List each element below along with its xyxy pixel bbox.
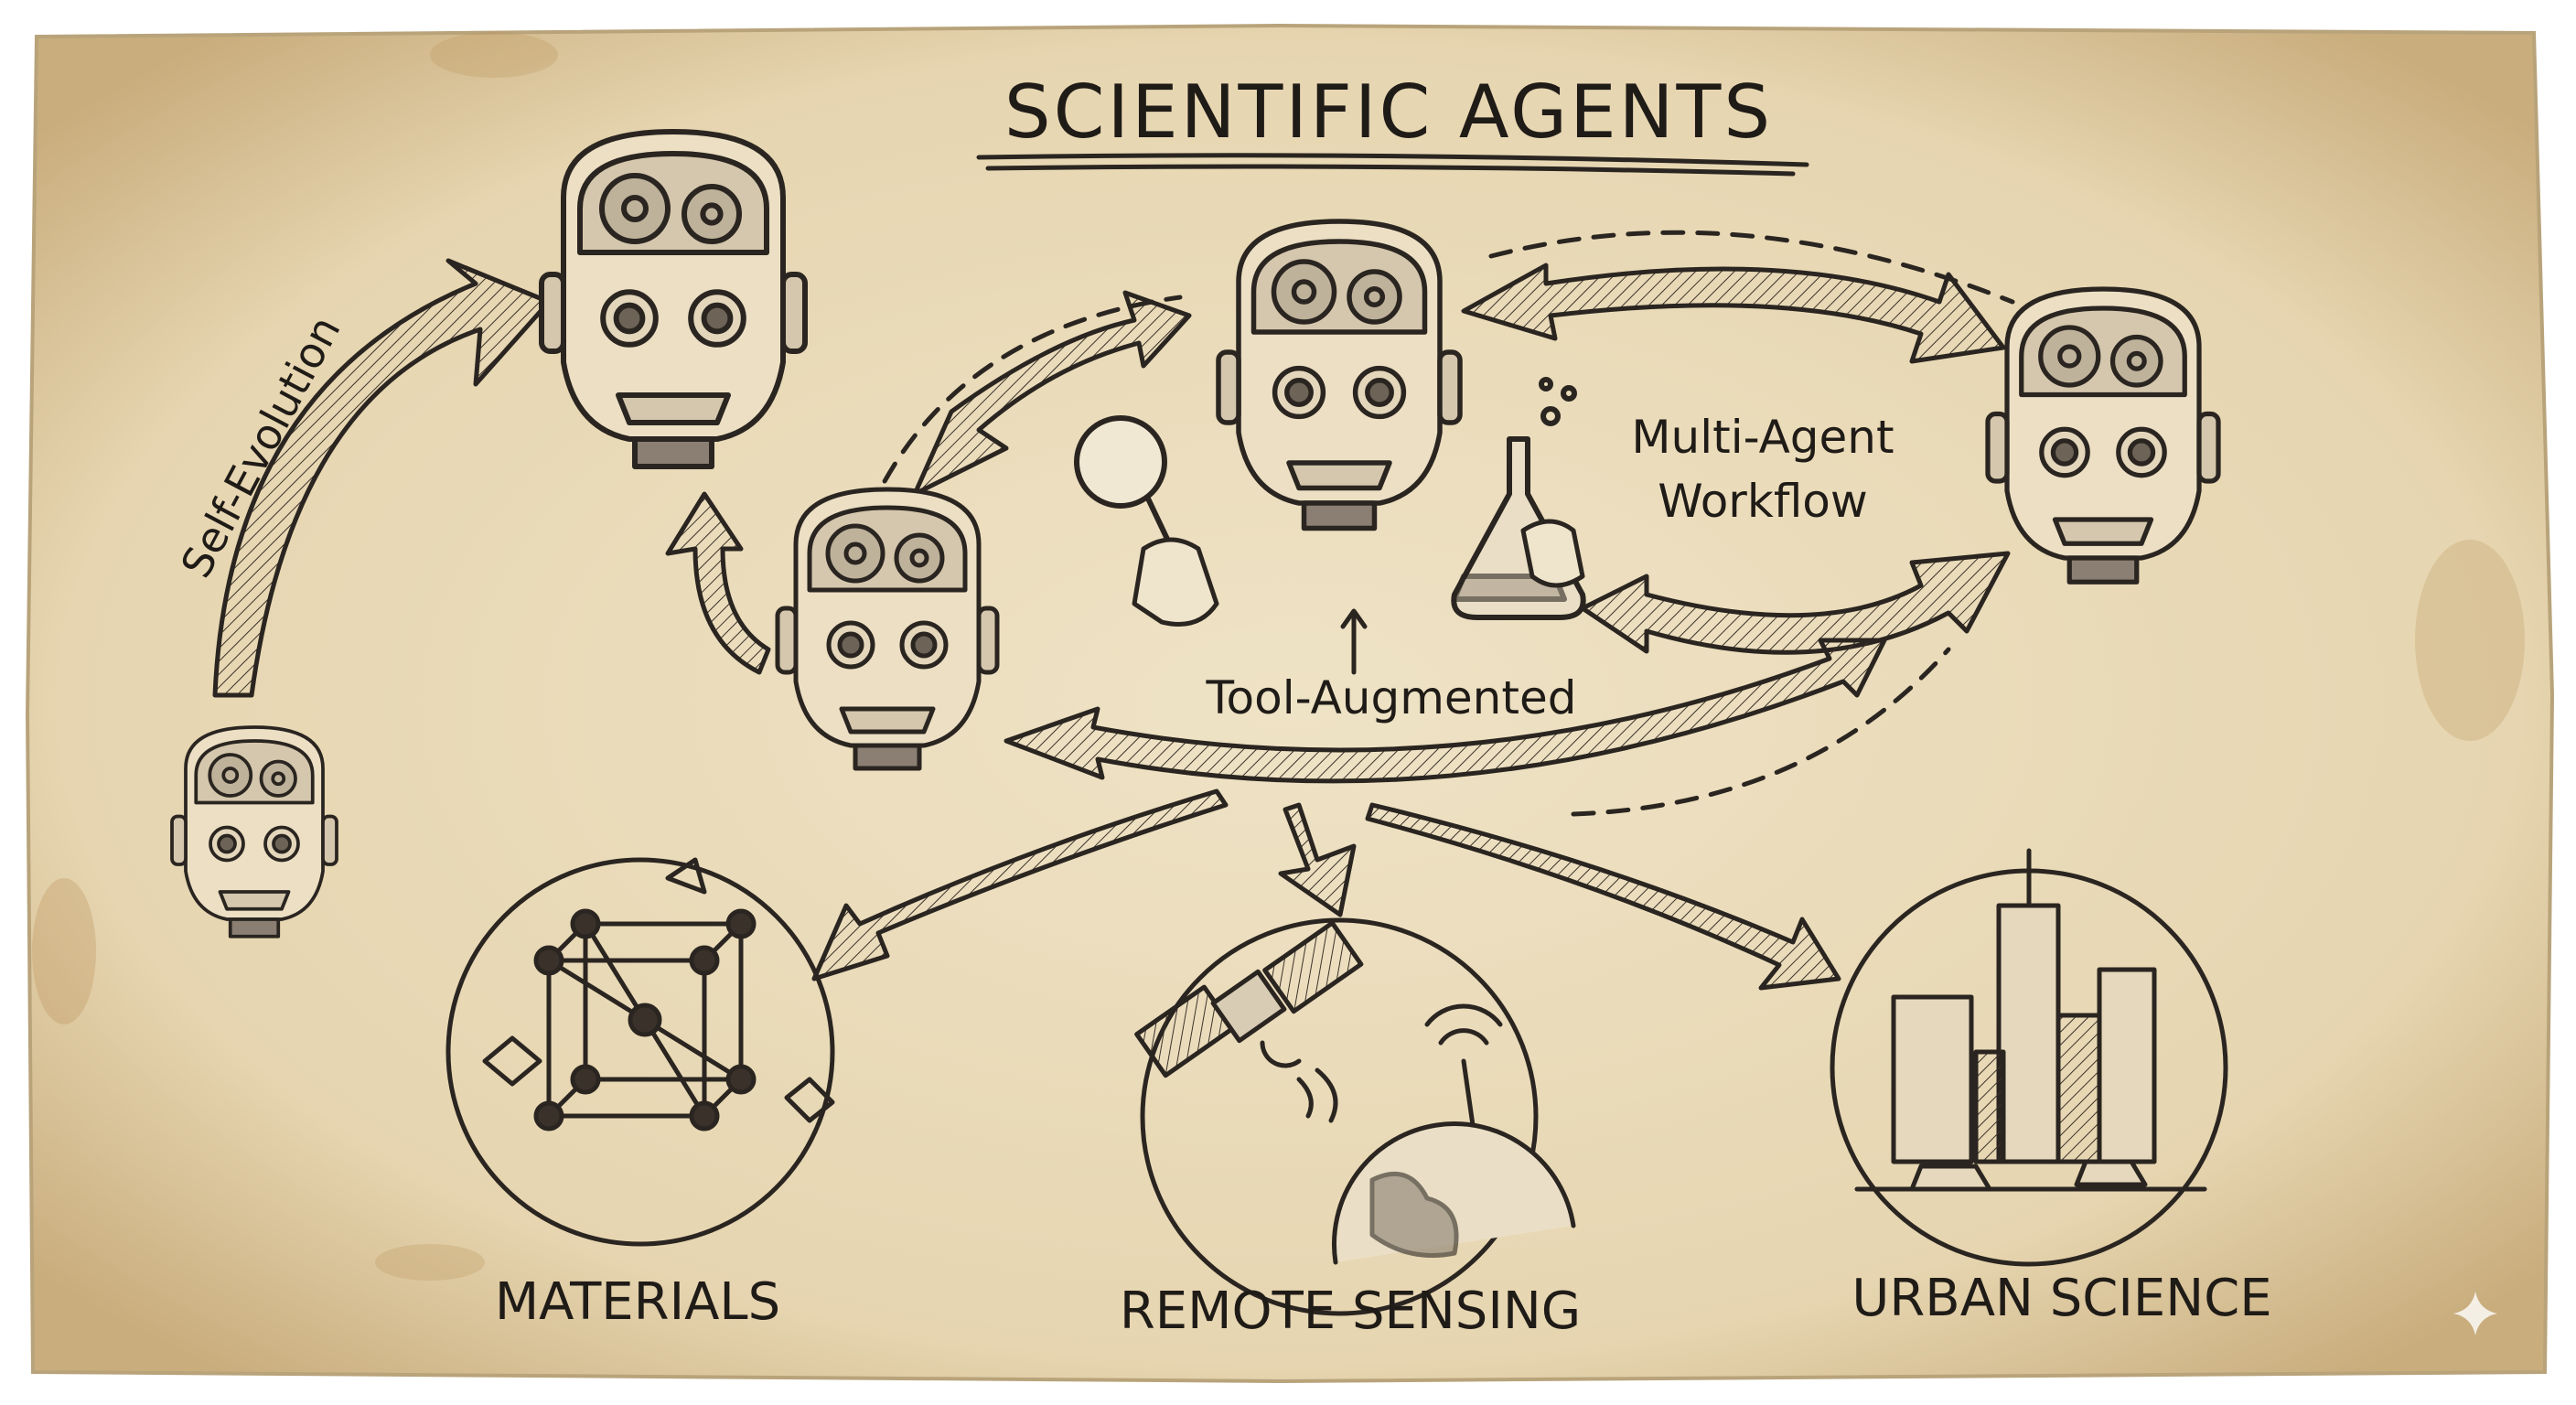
domain-urban-science	[1830, 848, 2228, 1267]
page-title: SCIENTIFIC AGENTS	[1004, 70, 1773, 155]
bidirectional-arrow-lower	[1004, 638, 1887, 784]
bidirectional-arrow-top	[1461, 263, 2006, 364]
sparkle-icon	[2453, 1292, 2497, 1335]
flask-icon	[1451, 377, 1586, 620]
bidirectional-arrow-bottom	[1580, 551, 2011, 655]
satellite-globe-icon	[1134, 920, 1576, 1265]
domain-label-remote-sensing: REMOTE SENSING	[1120, 1282, 1581, 1341]
tool-pointer-arrow	[1340, 608, 1368, 675]
arrow-to-urban	[1365, 802, 1841, 991]
domain-remote-sensing	[1134, 917, 1576, 1316]
crystal-lattice-icon	[482, 857, 835, 1132]
robot-head-basic	[170, 725, 338, 938]
dashed-arrow	[1488, 230, 2015, 305]
evolve-arrow-small	[665, 491, 771, 675]
bidirectional-arrow-left	[912, 290, 1192, 497]
tool-augmented-label: Tool-Augmented	[1206, 671, 1577, 724]
robot-head-evolved	[538, 128, 809, 470]
multi-agent-label-line1: Multi-Agent	[1631, 411, 1894, 464]
title-underline	[976, 153, 1809, 177]
gear-icon	[208, 753, 297, 798]
robot-head-middle	[775, 487, 1000, 771]
stain	[375, 1244, 485, 1281]
gear-icon	[1271, 259, 1402, 325]
stain	[32, 878, 96, 1024]
domain-label-materials: MATERIALS	[495, 1272, 780, 1332]
stain	[2415, 540, 2525, 741]
city-skyline-icon	[1854, 848, 2207, 1192]
arrow-to-materials	[811, 788, 1229, 981]
robot-head-tool-augmented	[1216, 219, 1463, 531]
multi-agent-label-line2: Workflow	[1658, 475, 1868, 528]
arrows	[212, 230, 2015, 991]
gear-icon	[825, 523, 945, 584]
stain	[430, 32, 558, 78]
domain-label-urban-science: URBAN SCIENCE	[1852, 1269, 2271, 1328]
gear-icon	[2038, 325, 2163, 388]
self-evolution-arrow	[212, 258, 552, 698]
magnifying-glass-icon	[1074, 415, 1219, 627]
dashed-arrow	[866, 295, 1183, 515]
domain-materials	[445, 857, 835, 1247]
gear-icon	[598, 172, 743, 244]
arrow-to-remote-sensing	[1278, 802, 1357, 917]
robot-head-collaborator	[1985, 286, 2221, 585]
dashed-arrow	[1571, 647, 1951, 817]
robots	[170, 128, 2221, 938]
